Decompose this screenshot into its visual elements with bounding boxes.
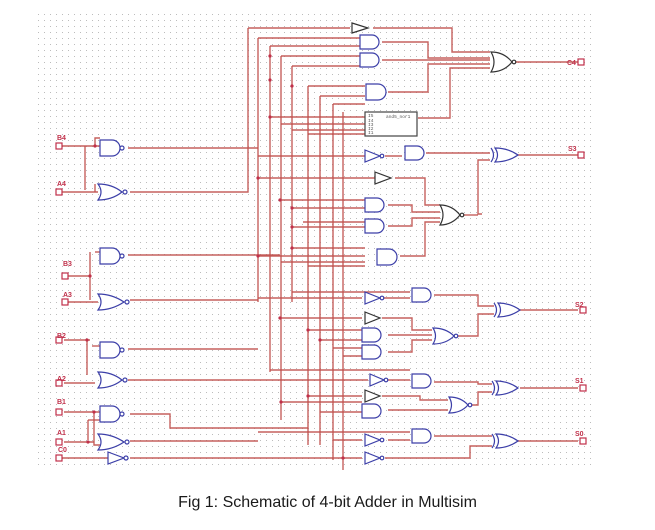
port-label-S0: S0 bbox=[575, 431, 584, 438]
nor-gate-s3[interactable] bbox=[438, 204, 465, 226]
and-gate-s3[interactable] bbox=[404, 145, 425, 161]
input-port-B2[interactable]: B2 bbox=[55, 333, 66, 344]
buffer-gate-s2[interactable] bbox=[364, 311, 382, 325]
port-label-S2: S2 bbox=[575, 302, 584, 309]
nand-gate-b4[interactable] bbox=[99, 139, 125, 157]
and-gate-s2[interactable] bbox=[411, 287, 432, 303]
port-label-A4: A4 bbox=[57, 181, 66, 188]
and-gate-s1[interactable] bbox=[411, 373, 432, 389]
port-label-A3: A3 bbox=[63, 292, 72, 299]
nor-gate-a4[interactable] bbox=[96, 183, 128, 201]
nand-gate-b1[interactable] bbox=[99, 405, 125, 423]
not-gate-c0[interactable] bbox=[107, 451, 129, 465]
not-gate-s3[interactable] bbox=[364, 149, 385, 163]
component-pin-I4: I4 bbox=[368, 118, 374, 124]
port-label-B4: B4 bbox=[57, 135, 66, 142]
nor-gate-a1[interactable] bbox=[96, 433, 130, 451]
component-name: and5_nor1 bbox=[386, 114, 411, 120]
input-port-B3[interactable]: B3 bbox=[61, 261, 72, 280]
and-gate-s2-3[interactable] bbox=[361, 344, 382, 360]
buffer-gate-s1[interactable] bbox=[364, 389, 382, 403]
output-port-S0[interactable]: S0 bbox=[575, 431, 587, 445]
port-label-A1: A1 bbox=[57, 430, 66, 437]
and-gate-c4-3[interactable] bbox=[365, 83, 387, 101]
buffer-gate-s3[interactable] bbox=[374, 171, 393, 185]
input-port-A3[interactable]: A3 bbox=[61, 292, 72, 306]
and-gate-s2-2[interactable] bbox=[361, 327, 382, 343]
schematic-canvas: B4 A4 B3 A3 B2 A2 B1 A1 C0 C4 S3 bbox=[38, 12, 596, 470]
port-label-S1: S1 bbox=[575, 378, 584, 385]
nor-gate-a3[interactable] bbox=[96, 293, 130, 311]
xor-gate-s0[interactable] bbox=[491, 433, 520, 449]
port-label-C0: C0 bbox=[58, 447, 67, 454]
input-port-A1[interactable]: A1 bbox=[55, 430, 66, 446]
wires bbox=[60, 27, 578, 470]
and5-nor1-component[interactable]: I5 I4 I3 I2 I1 and5_nor1 bbox=[364, 111, 418, 137]
output-port-C4[interactable]: C4 bbox=[567, 58, 585, 67]
nand-gate-b2[interactable] bbox=[99, 341, 125, 359]
and-gate-c4-2[interactable] bbox=[359, 52, 380, 68]
input-port-A4[interactable]: A4 bbox=[55, 181, 66, 196]
input-port-A2[interactable]: A2 bbox=[55, 376, 66, 387]
nor-gate-a2[interactable] bbox=[96, 371, 128, 389]
xor-gate-s1[interactable] bbox=[491, 380, 520, 396]
port-label-C4: C4 bbox=[567, 60, 576, 67]
and-gate-c4-1[interactable] bbox=[359, 34, 380, 50]
component-pin-I1: I1 bbox=[368, 130, 374, 136]
port-label-B2: B2 bbox=[57, 333, 66, 340]
port-label-B3: B3 bbox=[63, 261, 72, 268]
and-gate-s1-2[interactable] bbox=[361, 403, 382, 419]
buffer-gate-top[interactable] bbox=[351, 22, 371, 34]
input-port-B1[interactable]: B1 bbox=[55, 399, 66, 416]
xor-gate-s2[interactable] bbox=[493, 302, 522, 318]
output-port-S1[interactable]: S1 bbox=[575, 378, 587, 392]
nor-gate-s1[interactable] bbox=[447, 396, 473, 414]
and-gate-s0[interactable] bbox=[411, 428, 432, 444]
and-gate-s3-2[interactable] bbox=[364, 197, 385, 213]
port-label-S3: S3 bbox=[568, 146, 577, 153]
component-pin-I2: I2 bbox=[368, 126, 374, 132]
and-gate-s3-4[interactable] bbox=[376, 248, 398, 266]
port-label-A2: A2 bbox=[57, 376, 66, 383]
port-label-B1: B1 bbox=[57, 399, 66, 406]
junctions bbox=[85, 54, 345, 460]
component-pin-I5: I5 bbox=[368, 113, 374, 119]
not-gate-s2[interactable] bbox=[364, 291, 385, 305]
input-port-C0[interactable]: C0 bbox=[55, 447, 67, 462]
figure-caption: Fig 1: Schematic of 4-bit Adder in Multi… bbox=[178, 494, 477, 511]
output-port-S2[interactable]: S2 bbox=[575, 302, 587, 314]
input-port-B4[interactable]: B4 bbox=[55, 135, 66, 150]
xor-gate-s3[interactable] bbox=[490, 147, 520, 163]
not-gate-s0[interactable] bbox=[364, 433, 385, 447]
nor-gate-s2[interactable] bbox=[431, 327, 459, 345]
component-pin-I3: I3 bbox=[368, 122, 374, 128]
not-gate-s0-2[interactable] bbox=[364, 451, 385, 465]
nor-gate-c4[interactable] bbox=[489, 51, 517, 73]
not-gate-s1[interactable] bbox=[369, 373, 389, 387]
and-gate-s3-3[interactable] bbox=[364, 218, 385, 234]
nand-gate-b3[interactable] bbox=[99, 247, 125, 265]
output-port-S3[interactable]: S3 bbox=[568, 146, 585, 159]
